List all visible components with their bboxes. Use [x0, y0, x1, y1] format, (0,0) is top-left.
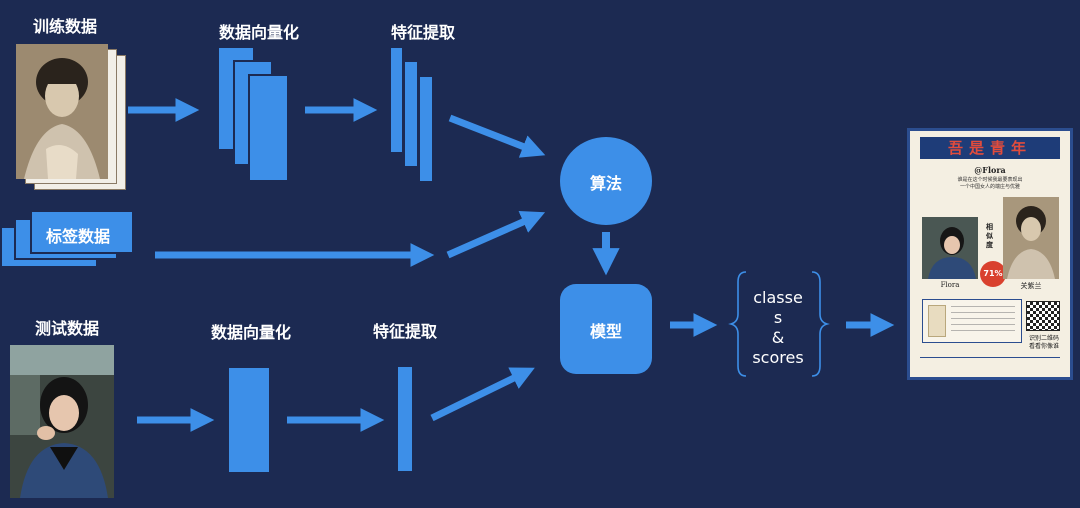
poster-photo-right: [1003, 197, 1059, 279]
poster-footer: [920, 357, 1060, 370]
vectorize-bottom-label: 数据向量化: [211, 323, 292, 342]
classes-line-2: s: [773, 308, 783, 327]
poster-caption-2: 一个中国女人的端庄与优雅: [959, 184, 1020, 190]
arrow-feature-top-to-algorithm: [448, 114, 546, 158]
arrow-tag-to-algorithm: [446, 210, 546, 259]
feature-bar-top-3: [418, 75, 434, 183]
train-portrait-image: [16, 44, 108, 179]
test-portrait-image: [10, 345, 114, 498]
poster-qr-code: [1026, 301, 1060, 331]
test-data-label: 测试数据: [35, 319, 100, 338]
train-data-label: 训练数据: [33, 17, 98, 36]
poster-name-right: 关紫兰: [1020, 282, 1042, 290]
poster-info-card: [928, 305, 946, 337]
arrow-feature-bottom-to-model: [430, 367, 535, 422]
algorithm-node: 算法: [560, 137, 652, 225]
left-brace: [728, 271, 747, 377]
classes-scores-text: classe s & scores: [745, 288, 811, 368]
feature-top-label: 特征提取: [391, 23, 456, 42]
poster-similarity-value: 71%: [983, 269, 1003, 278]
poster-qr-text-2: 看看你像谁: [1028, 343, 1059, 350]
poster-handle: @Flora: [974, 165, 1006, 175]
classes-line-4: scores: [752, 348, 804, 367]
poster-similarity-badge: 71%: [980, 261, 1006, 287]
poster-banner: 吾是青年: [920, 137, 1060, 159]
result-poster: 吾是青年 @Flora 谁是在这个时候我最要表现出 一个中国女人的端庄与优雅 相…: [907, 128, 1073, 380]
feature-bottom-label: 特征提取: [373, 322, 438, 341]
poster-info-box: [922, 299, 1022, 343]
tag-data-label: 标签数据: [46, 227, 111, 246]
classes-line-1: classe: [753, 288, 803, 307]
vectorize-top-label: 数据向量化: [219, 23, 300, 42]
vector-block-bottom: [227, 366, 271, 474]
feature-bar-bottom: [396, 365, 414, 473]
model-label: 模型: [589, 322, 622, 341]
poster-name-left: Flora: [940, 281, 960, 289]
poster-banner-text: 吾是青年: [947, 139, 1032, 157]
model-node: 模型: [560, 284, 652, 374]
poster-caption-1: 谁是在这个时候我最要表现出: [957, 177, 1023, 183]
tag-data-box: 标签数据: [30, 210, 134, 254]
algorithm-label: 算法: [589, 174, 622, 193]
poster-photo-left: [922, 217, 978, 279]
right-brace: [811, 271, 830, 377]
poster-info-lines: [951, 306, 1015, 336]
poster-qr-text-1: 识别二维码: [1028, 335, 1059, 342]
poster-similarity-label: 相似度: [986, 223, 993, 249]
vector-block-top-3: [248, 74, 289, 182]
classes-line-3: &: [771, 328, 785, 347]
